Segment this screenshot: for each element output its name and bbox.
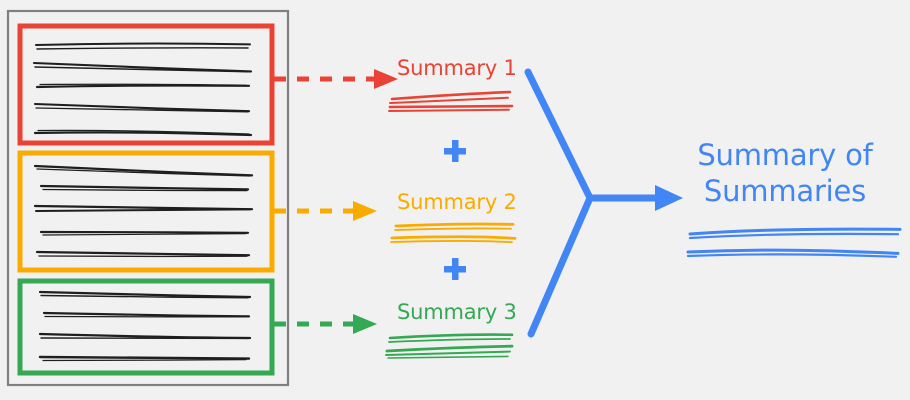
section-green-text-lines (38, 290, 252, 362)
section-green[interactable] (17, 278, 275, 376)
dashed-arrow-red (274, 69, 398, 89)
section-green-border (17, 278, 275, 376)
dashed-arrow-orange (274, 201, 377, 221)
section-red-border (17, 23, 275, 146)
section-orange-border (17, 150, 275, 273)
merge-connector (524, 68, 659, 338)
final-label-line-2: Summaries (703, 173, 867, 208)
source-document-frame (6, 9, 290, 387)
final-summary-scribble (686, 227, 902, 258)
summary-1-scribble (388, 90, 514, 112)
summary-1-label: Summary 1 (397, 56, 517, 80)
summary-of-summaries-label: Summary of Summaries (655, 138, 910, 210)
summary-2-label: Summary 2 (397, 190, 517, 214)
dashed-arrow-green (274, 314, 377, 334)
section-orange-text-lines (33, 164, 254, 258)
summary-2-scribble (390, 222, 517, 244)
plus-icon-1 (444, 140, 466, 162)
section-red-text-lines (32, 42, 253, 137)
summary-3-scribble (385, 333, 514, 359)
summary-3-label: Summary 3 (397, 300, 517, 324)
plus-icon-2 (444, 258, 466, 280)
final-label-line-1: Summary of (697, 138, 873, 172)
merge-arrow-head (655, 185, 683, 211)
section-orange[interactable] (17, 150, 275, 273)
section-red[interactable] (17, 23, 275, 146)
